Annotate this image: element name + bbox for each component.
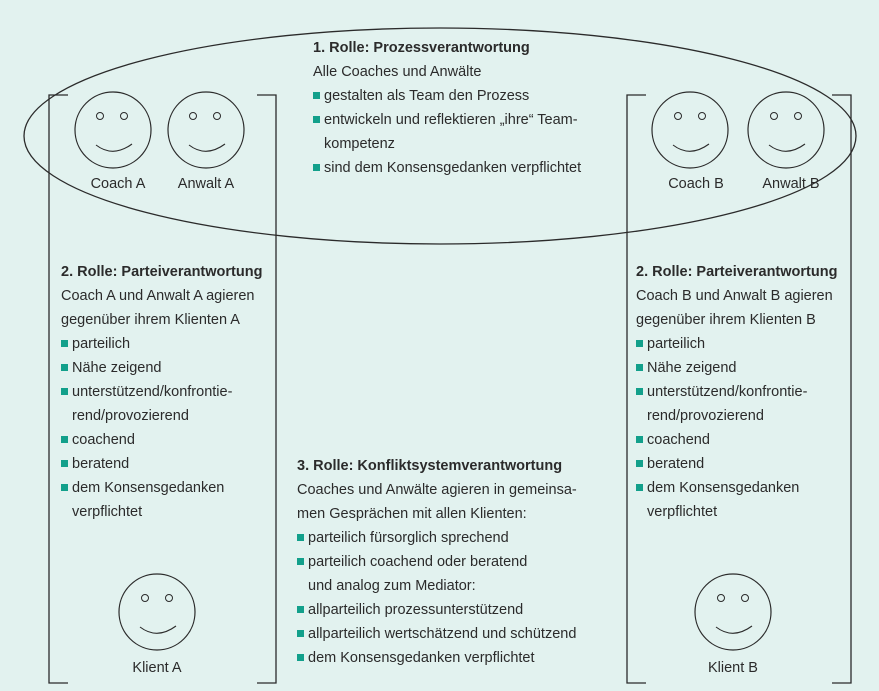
role1-block: 1. Rolle: Prozessverantwortung Alle Coac… [313,36,581,180]
bullet-icon [313,116,320,123]
lawyer-a-label: Anwalt A [177,176,235,192]
list-item: coachend [61,428,262,452]
list-item: dem Konsensgedanken verpflichtet [297,646,577,670]
lawyer-b-label: Anwalt B [762,176,820,192]
bullet-icon [313,164,320,171]
party-a-intro-line: gegenüber ihrem Klienten A [61,312,240,328]
bullet-icon [297,630,304,637]
role3-intro-line: Coaches und Anwälte agieren in gemeinsa- [297,482,577,498]
role3-intro-line: men Gesprächen mit allen Klienten: [297,506,527,522]
list-item-continuation: verpflichtet [647,504,718,520]
bullet-icon [636,388,643,395]
list-item: unterstützend/konfrontie- [636,380,837,404]
party-a-bracket-right [257,94,277,684]
list-item: parteilich [636,332,837,356]
list-item: Nähe zeigend [636,356,837,380]
bullet-icon [636,364,643,371]
list-item-continuation: rend/provozierend [72,408,189,424]
lawyer-a-face-icon [167,91,245,169]
list-item: allparteilich prozessunterstützend [297,598,577,622]
coach-a-face-icon [74,91,152,169]
process-responsibility-ellipse [23,27,857,245]
list-item: dem Konsensgedanken [636,476,837,500]
list-item-continuation: und analog zum Mediator: [308,578,476,594]
client-b-label: Klient B [708,660,758,676]
list-item: gestalten als Team den Prozess [313,84,581,108]
list-item: unterstützend/konfrontie- [61,380,262,404]
list-item: parteilich coachend oder beratend [297,550,577,574]
party-b-role2-block: 2. Rolle: Parteiverantwortung Coach B un… [636,260,837,524]
client-a-face-icon [118,573,196,651]
list-item-continuation: rend/provozierend [647,408,764,424]
list-item: beratend [61,452,262,476]
list-item: sind dem Konsensgedanken verpflichtet [313,156,581,180]
list-item: coachend [636,428,837,452]
role3-title: 3. Rolle: Konfliktsystemverantwortung [297,458,563,474]
bullet-icon [297,534,304,541]
coach-b-label: Coach B [668,176,724,192]
bullet-icon [61,460,68,467]
party-a-bracket-left [48,94,68,684]
list-item: entwickeln und reflektieren „ihre“ Team- [313,108,581,132]
role1-intro: Alle Coaches und Anwälte [313,64,482,80]
client-b-face-icon [694,573,772,651]
party-a-intro-line: Coach A und Anwalt A agieren [61,288,255,304]
bullet-icon [636,484,643,491]
list-item: dem Konsensgedanken [61,476,262,500]
bullet-icon [313,92,320,99]
party-a-role2-title: 2. Rolle: Parteiverantwortung [61,264,263,280]
party-b-intro-line: Coach B und Anwalt B agieren [636,288,833,304]
bullet-icon [61,364,68,371]
bullet-icon [636,436,643,443]
party-b-bracket-right [832,94,852,684]
party-a-role2-block: 2. Rolle: Parteiverantwortung Coach A un… [61,260,262,524]
bullet-icon [636,460,643,467]
bullet-icon [297,606,304,613]
bullet-icon [297,558,304,565]
bullet-icon [297,654,304,661]
lawyer-b-face-icon [747,91,825,169]
role1-title: 1. Rolle: Prozessverantwortung [313,40,530,56]
list-item: beratend [636,452,837,476]
coach-a-label: Coach A [90,176,146,192]
role3-block: 3. Rolle: Konfliktsystemverantwortung Co… [297,454,577,670]
list-item: Nähe zeigend [61,356,262,380]
party-b-role2-title: 2. Rolle: Parteiverantwortung [636,264,838,280]
client-a-label: Klient A [132,660,182,676]
bullet-icon [61,388,68,395]
list-item: parteilich fürsorglich sprechend [297,526,577,550]
bullet-icon [61,436,68,443]
coach-b-face-icon [651,91,729,169]
bullet-icon [61,484,68,491]
party-b-intro-line: gegenüber ihrem Klienten B [636,312,816,328]
list-item-continuation: verpflichtet [72,504,143,520]
bullet-icon [61,340,68,347]
list-item: parteilich [61,332,262,356]
bullet-icon [636,340,643,347]
list-item: allparteilich wertschätzend und schützen… [297,622,577,646]
list-item-continuation: kompetenz [324,136,395,152]
party-b-bracket-left [626,94,646,684]
